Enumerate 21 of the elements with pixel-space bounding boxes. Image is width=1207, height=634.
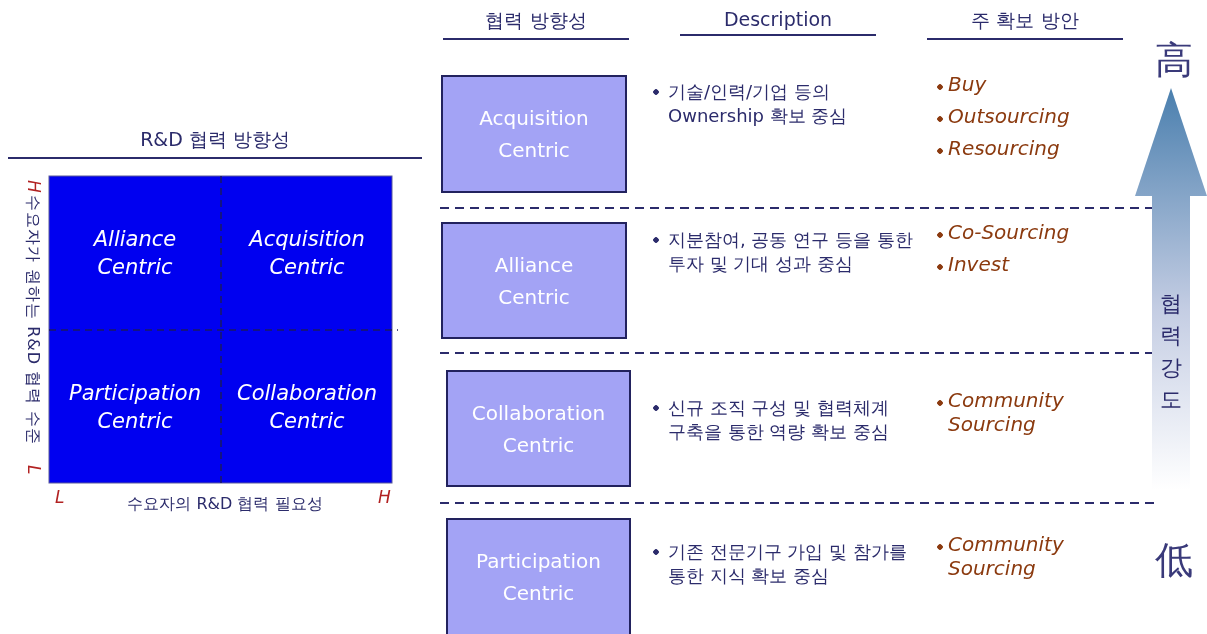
column-header: 주 확보 방안: [927, 8, 1123, 40]
scale-end-label: 高: [1154, 37, 1194, 84]
chart-title: R&D 협력 방향성: [8, 127, 422, 159]
axis-title: 수요자가 원하는 R&D 협력 수준: [23, 195, 43, 446]
category-box: Participation Centric: [446, 518, 631, 634]
category-box: Collaboration Centric: [446, 370, 631, 487]
axis-tick-label: H: [24, 180, 44, 193]
quadrant-label: Participation Centric: [50, 331, 220, 483]
axis-tick-label: L: [24, 465, 44, 475]
axis-tick-label: L: [55, 487, 65, 507]
arrow-label: 협력강도: [1159, 290, 1183, 414]
column-header: 협력 방향성: [443, 8, 629, 40]
column-header: Description: [680, 8, 876, 36]
category-box: Acquisition Centric: [441, 75, 627, 193]
axis-tick-label: H: [378, 487, 391, 507]
scale-end-label: 低: [1154, 537, 1194, 584]
quadrant-label: Collaboration Centric: [222, 331, 392, 483]
quadrant-label: Acquisition Centric: [222, 177, 392, 329]
axis-title: 수요자의 R&D 협력 필요성: [126, 494, 324, 515]
category-box: Alliance Centric: [441, 222, 627, 339]
quadrant-label: Alliance Centric: [50, 177, 220, 329]
